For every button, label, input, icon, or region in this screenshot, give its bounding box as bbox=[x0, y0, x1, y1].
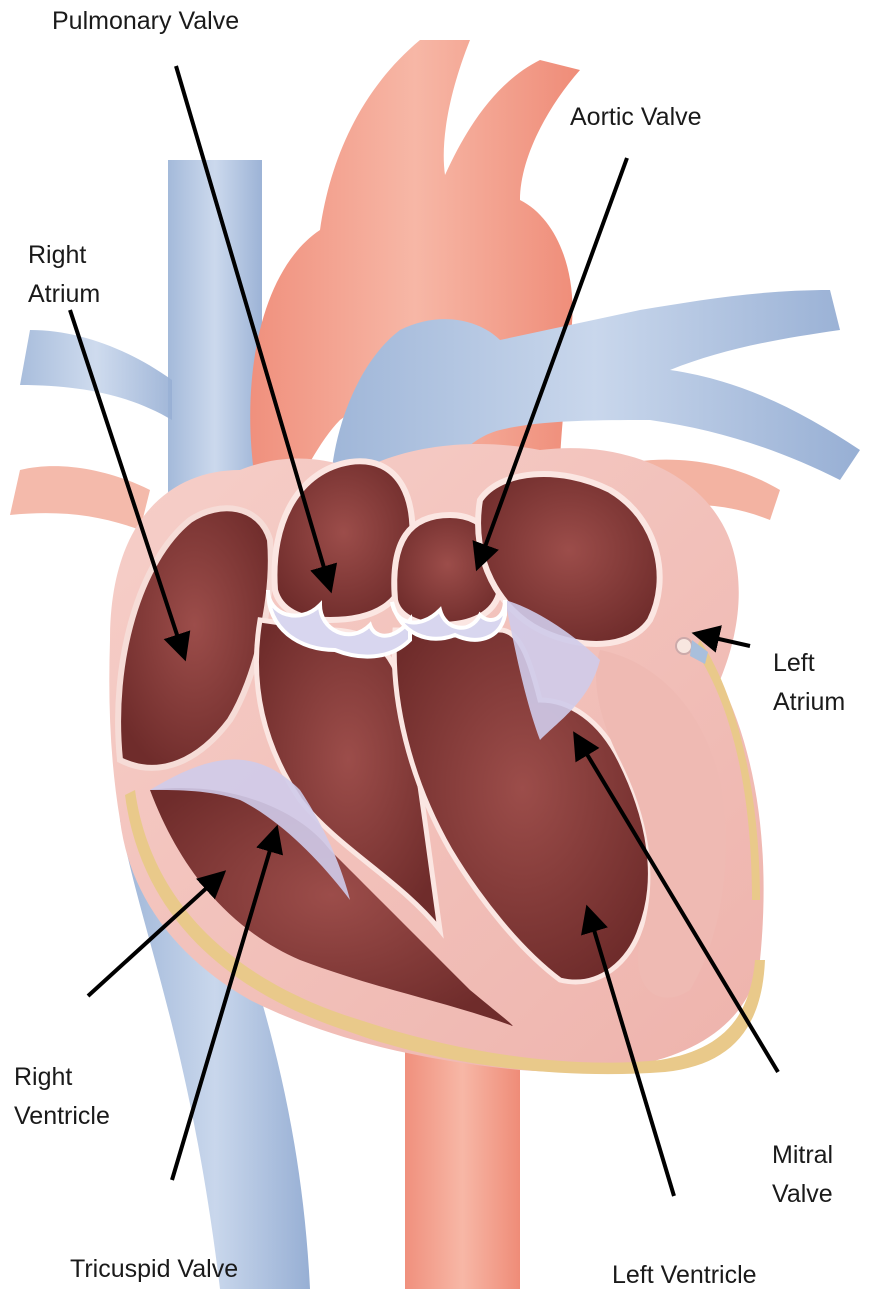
mitral-valve-label-line1: Mitral bbox=[772, 1136, 833, 1175]
right-ventricle-label-line2: Ventricle bbox=[14, 1097, 110, 1136]
right-ventricle-label: Right Ventricle bbox=[14, 1058, 110, 1136]
left-ventricle-label-text: Left Ventricle bbox=[612, 1256, 757, 1295]
pulmonary-valve-label-text: Pulmonary Valve bbox=[52, 2, 239, 41]
left-atrium-label: Left Atrium bbox=[773, 644, 845, 722]
descending-aorta bbox=[405, 1050, 520, 1289]
left-atrium-label-line1: Left bbox=[773, 644, 845, 683]
mitral-valve-label: Mitral Valve bbox=[772, 1136, 833, 1214]
left-ventricle-label: Left Ventricle bbox=[612, 1256, 757, 1295]
right-atrium-label-line2: Atrium bbox=[28, 275, 100, 314]
tricuspid-valve-label-text: Tricuspid Valve bbox=[70, 1250, 238, 1289]
right-atrium-label-line1: Right bbox=[28, 236, 100, 275]
left-atrium-label-line2: Atrium bbox=[773, 683, 845, 722]
aortic-valve-label: Aortic Valve bbox=[570, 98, 702, 137]
right-atrium-label: Right Atrium bbox=[28, 236, 100, 314]
mitral-valve-label-line2: Valve bbox=[772, 1175, 833, 1214]
pulmonary-valve-label: Pulmonary Valve bbox=[52, 2, 239, 41]
superior-vena-cava bbox=[20, 160, 262, 520]
aortic-valve-label-text: Aortic Valve bbox=[570, 98, 702, 137]
tricuspid-valve-label: Tricuspid Valve bbox=[70, 1250, 238, 1289]
right-ventricle-label-line1: Right bbox=[14, 1058, 110, 1097]
